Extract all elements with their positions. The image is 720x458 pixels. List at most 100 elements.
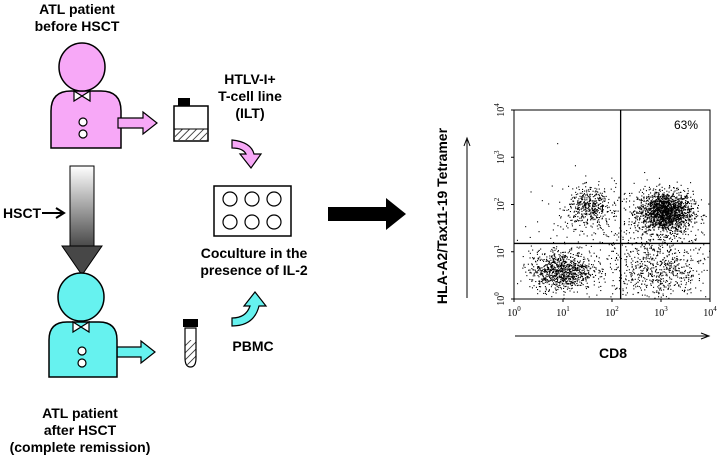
scatter-point [689,240,691,242]
scatter-point [675,228,677,230]
scatter-point [657,201,659,203]
scatter-point [551,265,553,267]
scatter-point [694,222,696,224]
scatter-point [684,225,686,227]
scatter-point [536,253,538,255]
x-tick-label: 100 [507,305,521,319]
scatter-point [582,269,584,271]
scatter-point [547,281,549,283]
scatter-point [589,199,591,201]
scatter-point [542,269,544,271]
scatter-point [655,224,657,226]
scatter-point [567,286,569,288]
scatter-point [558,267,560,269]
scatter-point [574,267,576,269]
scatter-point [563,291,565,293]
scatter-point [670,261,672,263]
scatter-point [687,234,689,236]
scatter-point [603,233,605,235]
y-tick-label: 103 [493,150,507,164]
scatter-point [596,188,598,190]
scatter-point [688,211,690,213]
scatter-point [665,201,667,203]
scatter-point [686,215,688,217]
scatter-point [670,212,672,214]
scatter-point [666,190,668,192]
scatter-point [637,198,639,200]
scatter-point [658,223,660,225]
scatter-point [601,206,603,208]
scatter-point [660,287,662,289]
scatter-point [613,210,615,212]
scatter-point [652,226,654,228]
scatter-point [676,258,678,260]
scatter-point [624,209,626,211]
scatter-point [569,203,571,205]
scatter-point [538,249,540,251]
scatter-point [542,275,544,277]
scatter-point [666,222,668,224]
scatter-point [645,228,647,230]
scatter-point [686,203,688,205]
y-tick-label: 102 [493,197,507,211]
scatter-point [688,212,690,214]
scatter-point [635,229,637,231]
scatter-point [587,265,589,267]
scatter-point [698,260,700,262]
scatter-point [598,212,600,214]
scatter-point [656,255,658,257]
scatter-point [681,241,683,243]
scatter-point [640,207,642,209]
scatter-point [665,272,667,274]
scatter-point [653,205,655,207]
scatter-point [639,228,641,230]
scatter-point [551,267,553,269]
scatter-point [569,276,571,278]
scatter-point [571,280,573,282]
scatter-point [652,203,654,205]
scatter-point [666,212,668,214]
scatter-point [596,209,598,211]
scatter-point [665,274,667,276]
scatter-point [584,198,586,200]
scatter-point [626,256,628,258]
scatter-point [669,251,671,253]
scatter-point [691,215,693,217]
scatter-point [687,228,689,230]
scatter-point [685,196,687,198]
scatter-point [653,224,655,226]
scatter-point [573,196,575,198]
scatter-point [675,217,677,219]
scatter-point [681,220,683,222]
scatter-point [622,238,624,240]
scatter-point [592,209,594,211]
scatter-point [578,202,580,204]
scatter-point [591,273,593,275]
scatter-point [552,283,554,285]
scatter-point [574,215,576,217]
scatter-point [560,276,562,278]
coculture-label: Coculture in the presence of IL-2 [200,245,308,278]
scatter-point [658,221,660,223]
scatter-point [591,193,593,195]
scatter-point [659,265,661,267]
scatter-point [598,181,600,183]
scatter-point [646,199,648,201]
scatter-point [590,267,592,269]
scatter-point [611,250,613,252]
scatter-point [585,209,587,211]
x-tick-label: 102 [605,305,619,319]
scatter-point [638,286,640,288]
scatter-point [676,240,678,242]
scatter-point [642,205,644,207]
scatter-point [648,197,650,199]
scatter-point [619,288,621,290]
scatter-point [661,283,663,285]
scatter-point [682,198,684,200]
scatter-point [573,228,575,230]
scatter-point [539,282,541,284]
scatter-point [559,259,561,261]
scatter-point [664,196,666,198]
scatter-point [649,247,651,249]
